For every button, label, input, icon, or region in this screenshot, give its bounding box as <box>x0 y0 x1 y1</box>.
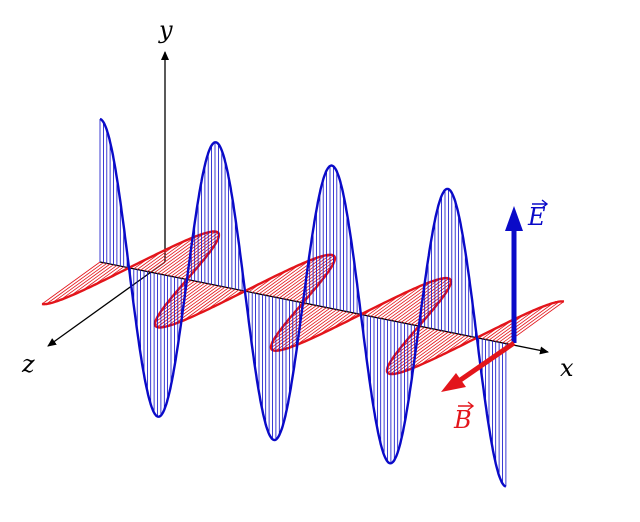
b-field-sample-line <box>183 287 229 321</box>
b-field-sample-line <box>409 333 459 370</box>
b-field-sample-line <box>410 307 436 325</box>
b-vector-accent <box>458 401 475 411</box>
y-axis-label: y <box>158 16 173 44</box>
b-field-sample-line <box>377 284 423 319</box>
b-field-sample-line <box>271 306 324 345</box>
b-field-sample-line <box>390 328 436 362</box>
b-field-sample-line <box>193 288 233 317</box>
b-field-sample-line <box>282 260 335 300</box>
b-vector-head <box>441 373 466 392</box>
b-field-sample-line <box>273 305 321 340</box>
b-field-sample-line <box>387 329 439 367</box>
b-field-sample-line <box>272 307 331 351</box>
b-field-sample-line <box>268 255 326 297</box>
b-field-sample-line <box>140 245 175 271</box>
b-field-sample-line <box>277 305 317 334</box>
b-field-sample-line <box>282 304 314 328</box>
b-field-sample-line <box>166 286 223 327</box>
e-vector-accent <box>532 199 549 209</box>
b-field-sample-line <box>306 311 348 341</box>
b-field-sample-line <box>401 332 456 373</box>
b-field-sample-line <box>150 233 205 273</box>
b-field-sample-line <box>143 240 187 272</box>
b-field-sample-line <box>156 284 216 328</box>
b-field-sample-line <box>280 309 338 351</box>
b-field-sample-line <box>262 260 310 295</box>
b-field-sample-line <box>167 238 219 276</box>
z-axis-line <box>47 261 166 347</box>
b-field-sample-line <box>390 331 449 375</box>
b-vector-shaft <box>454 340 516 386</box>
b-field-sample-line <box>275 255 334 298</box>
e-field-envelope <box>99 117 507 488</box>
b-field-sample-line <box>390 278 450 321</box>
b-field-sample-line <box>383 278 440 320</box>
b-field-sample-line <box>272 254 331 298</box>
e-vector-head <box>505 206 523 231</box>
b-field-sample-line <box>292 278 324 302</box>
b-field-sample-line <box>430 335 466 361</box>
b-field-sample-line <box>160 285 219 328</box>
e-vector <box>505 206 523 343</box>
b-field-sample-line <box>498 302 554 343</box>
b-field-sample-line <box>147 235 197 272</box>
electric-wave <box>99 117 507 488</box>
b-field-sample-line <box>81 265 118 292</box>
b-field-label: B <box>453 406 472 434</box>
b-field-sample-line <box>46 262 104 305</box>
b-field-sample-line <box>60 263 111 301</box>
b-field-sample-line <box>387 277 446 321</box>
b-field-sample-line <box>70 264 114 297</box>
z-axis-label: z <box>21 350 35 378</box>
b-field-sample-line <box>52 263 108 303</box>
x-axis-label: x <box>560 354 574 382</box>
b-vector <box>441 340 516 392</box>
b-field-sample-line <box>419 334 463 366</box>
b-field-sample-line <box>289 271 329 301</box>
b-field-sample-line <box>41 261 101 305</box>
b-field-sample-line <box>488 314 525 341</box>
b-field-sample-line <box>373 289 412 318</box>
b-field-sample-line <box>296 310 344 346</box>
b-field-sample-line <box>502 301 560 344</box>
b-field-sample-line <box>495 305 546 342</box>
b-field-sample-line <box>157 231 216 274</box>
b-field-sample-line <box>285 265 333 300</box>
e-field-label: E <box>527 203 546 231</box>
b-field-sample-line <box>170 243 216 277</box>
b-field-sample-line <box>275 308 334 352</box>
b-field-sample-line <box>258 264 300 295</box>
